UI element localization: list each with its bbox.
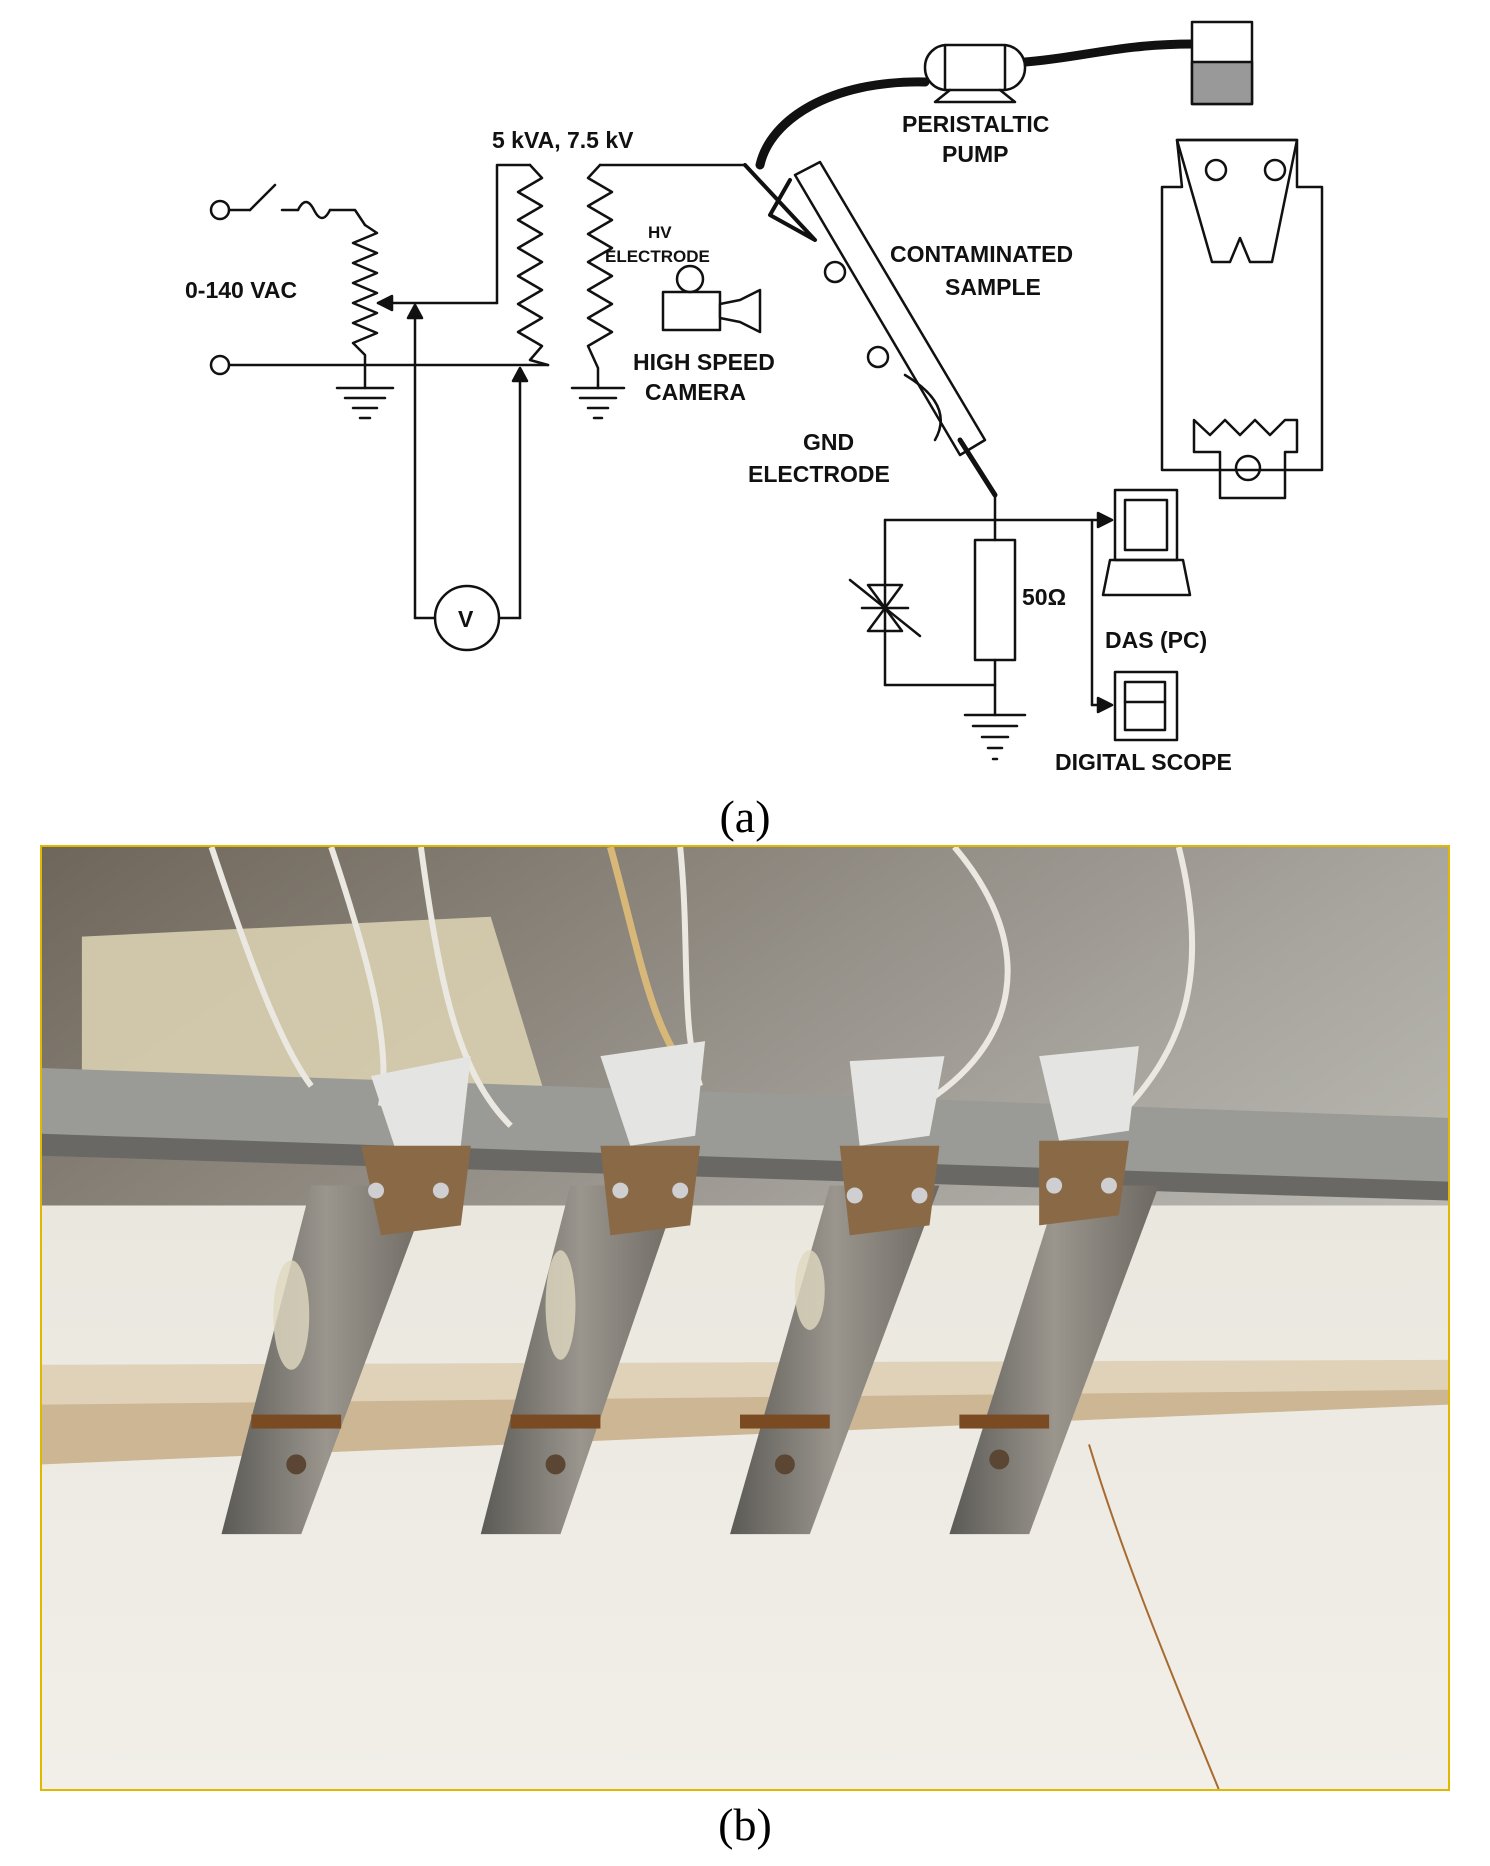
pump-label-line2: PUMP	[942, 141, 1008, 167]
contaminated-sample-icon	[793, 160, 987, 457]
feed-tube-icon	[755, 77, 930, 170]
sample-outline-icon	[1160, 138, 1324, 500]
transformer-secondary-winding-icon	[586, 163, 614, 387]
hv-electrode-icon	[743, 163, 817, 242]
resistor-50-ohm-icon	[973, 538, 1017, 662]
sample-hole-2	[866, 345, 890, 369]
ground-symbol-measurement	[963, 713, 1027, 761]
fuse-icon	[296, 200, 332, 220]
caption-a: (a)	[719, 791, 771, 842]
gnd-electrode-label-line2: ELECTRODE	[748, 461, 890, 487]
hv-electrode-label-line2: ELECTRODE	[605, 247, 710, 266]
caption-b: (b)	[718, 1799, 772, 1850]
source-terminal-top	[209, 199, 231, 221]
source-terminal-bottom	[209, 354, 231, 376]
digital-scope-icon	[1113, 670, 1179, 742]
transformer-rating-label: 5 kVA, 7.5 kV	[492, 127, 634, 153]
gnd-electrode-label-line1: GND	[803, 429, 854, 455]
high-speed-camera-icon	[661, 264, 762, 334]
camera-label-line2: CAMERA	[645, 379, 746, 405]
test-setup-schematic: 0-140 VAC 5 kVA, 7.5 kV HV ELECTRODE HIG…	[185, 20, 1324, 775]
varistor-icon	[848, 578, 922, 638]
transformer-primary-winding-icon	[516, 163, 550, 367]
peristaltic-pump-icon	[923, 43, 1027, 104]
photo-sample-4	[949, 1046, 1159, 1535]
source-voltage-label: 0-140 VAC	[185, 277, 297, 303]
photo-sample-2	[480, 1041, 706, 1535]
gnd-electrode-icon	[957, 437, 998, 498]
switch-icon	[227, 183, 300, 212]
ground-symbol-secondary	[570, 383, 626, 420]
photo-sample-3	[730, 1056, 945, 1535]
dry-band-arc-icon	[903, 373, 942, 442]
test-rig-photo	[40, 845, 1450, 1791]
laptop-icon	[1101, 488, 1192, 597]
pump-label-line1: PERISTALTIC	[902, 111, 1049, 137]
camera-label-line1: HIGH SPEED	[633, 349, 775, 375]
ground-symbol-variac	[335, 363, 395, 420]
variac-winding-icon	[351, 223, 379, 367]
das-label: DAS (PC)	[1105, 627, 1207, 653]
voltmeter-icon	[433, 584, 501, 652]
resistor-label: 50Ω	[1022, 584, 1066, 610]
sample-label-line1: CONTAMINATED	[890, 241, 1073, 267]
photo-sample-1	[221, 1056, 471, 1535]
sample-label-line2: SAMPLE	[945, 274, 1041, 300]
voltmeter-label: V	[458, 606, 474, 632]
reservoir-icon	[1190, 20, 1254, 106]
scope-label: DIGITAL SCOPE	[1055, 749, 1232, 775]
sample-hole-1	[823, 260, 847, 284]
hv-electrode-label-line1: HV	[648, 223, 672, 242]
